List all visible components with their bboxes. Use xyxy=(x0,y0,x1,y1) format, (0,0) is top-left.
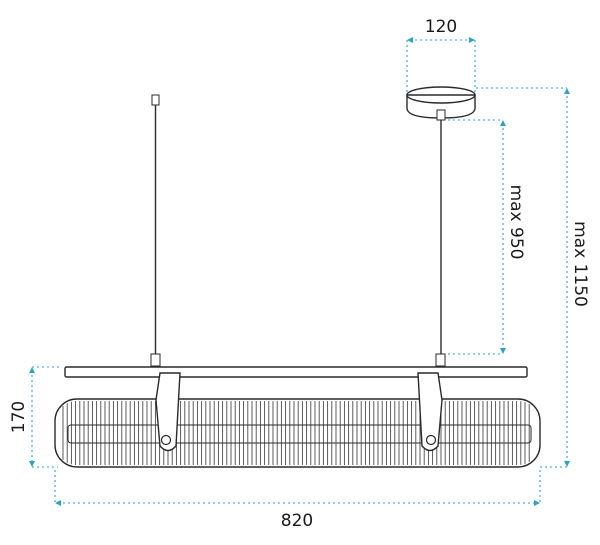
top-bar xyxy=(64,353,528,378)
dimension-canopy: 120 xyxy=(406,17,476,93)
left-strap xyxy=(155,372,181,452)
dimension-body-height: 170 xyxy=(9,366,62,468)
lamp-body xyxy=(54,398,541,468)
max-total-label: max 1150 xyxy=(570,221,590,307)
body-ribs xyxy=(62,401,530,465)
body-height-label: 170 xyxy=(9,401,29,433)
dimension-max-drop: max 950 xyxy=(448,119,526,355)
canopy-diameter-label: 120 xyxy=(425,17,457,37)
ceiling-canopy xyxy=(406,86,476,121)
dimension-max-total: max 1150 xyxy=(476,87,590,468)
max-drop-label: max 950 xyxy=(506,185,526,260)
right-strap xyxy=(417,372,443,452)
dimension-body-length: 820 xyxy=(54,470,541,531)
body-length-label: 820 xyxy=(281,511,313,531)
suspension-cables xyxy=(151,94,442,355)
